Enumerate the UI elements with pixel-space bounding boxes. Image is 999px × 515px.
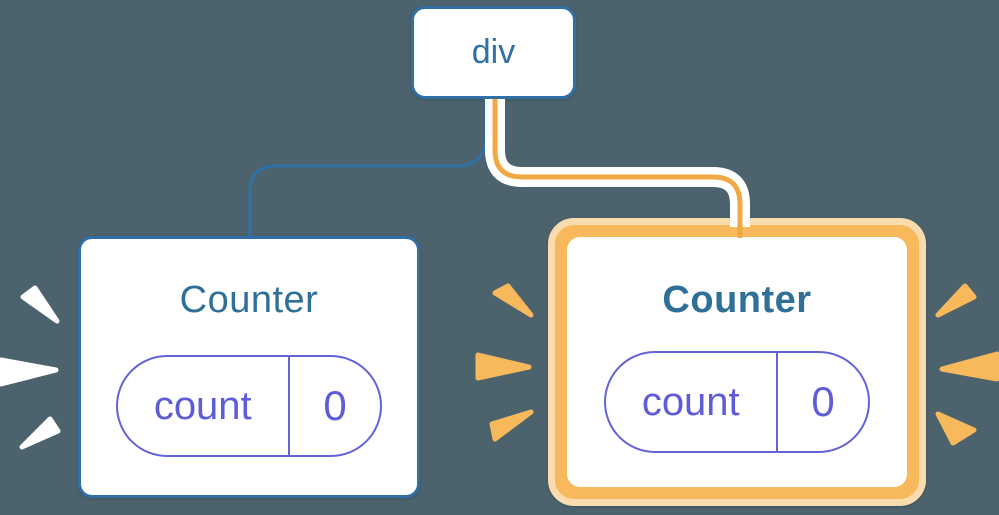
state-value-cell: 0: [290, 357, 380, 455]
burst-orange-left-icon: [475, 283, 534, 442]
connector-right-band: [485, 99, 750, 227]
pill-divider: [775, 353, 778, 451]
state-key-label: count: [153, 383, 252, 428]
state-value: 0: [811, 378, 835, 425]
root-node-label: div: [471, 33, 516, 71]
state-pill: count 0: [116, 355, 382, 457]
counter-title: Counter: [662, 279, 812, 321]
counter-node-left: Counter count 0: [78, 236, 420, 498]
counter-title: Counter: [179, 279, 319, 321]
state-value: 0: [323, 382, 347, 429]
connector-left-edge: [248, 100, 488, 237]
state-pill: count 0: [604, 351, 870, 453]
state-key-cell: count: [118, 357, 288, 455]
state-value-cell: 0: [778, 353, 868, 451]
state-key-label: count: [641, 379, 740, 424]
pill-divider: [287, 357, 290, 455]
root-node: div: [411, 6, 576, 99]
counter-node-right-highlight-ring: Counter count 0: [548, 218, 926, 506]
state-key-cell: count: [606, 353, 776, 451]
burst-orange-right-icon: [935, 283, 999, 446]
counter-node-right: Counter count 0: [567, 237, 907, 487]
burst-white-icon: [0, 285, 61, 450]
